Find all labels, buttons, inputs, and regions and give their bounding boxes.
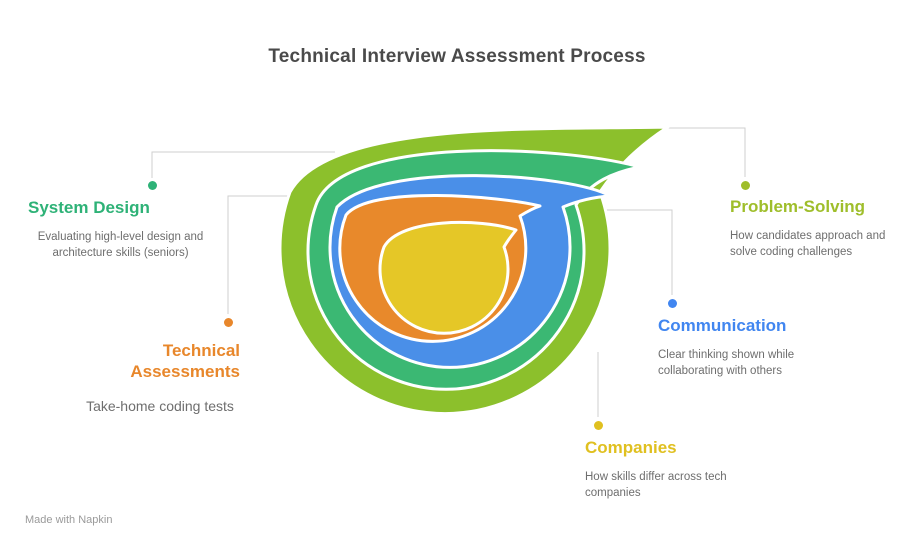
category-block-technical-assessments: Technical Assessments Take-home coding t… [85,340,240,416]
category-block-problem-solving: Problem-Solving How candidates approach … [730,196,910,260]
category-label-technical-assessments: Technical Assessments [130,341,240,382]
connector-system-design [151,151,335,178]
category-label-companies: Companies [585,438,677,457]
category-label-system-design: System Design [28,198,150,217]
category-description-system-design: Evaluating high-level design and archite… [37,231,204,260]
category-block-communication: Communication Clear thinking shown while… [658,315,823,379]
category-dot-problem-solving [741,181,750,190]
category-description-communication: Clear thinking shown while collaborating… [658,349,795,378]
connector-communication [602,209,673,295]
category-block-system-design: System Design Evaluating high-level desi… [28,197,213,261]
category-block-companies: Companies How skills differ across tech … [585,437,760,501]
category-dot-companies [594,421,603,430]
category-dot-communication [668,299,677,308]
category-dot-system-design [148,181,157,190]
category-description-technical-assessments: Take-home coding tests [86,397,234,414]
page-title: Technical Interview Assessment Process [268,46,646,67]
connector-problem-solving [666,127,746,177]
watermark-caption: Made with Napkin [25,514,113,526]
category-description-problem-solving: How candidates approach and solve coding… [730,230,886,259]
category-label-communication: Communication [658,316,787,335]
layer-companies-shape [378,220,518,335]
connector-technical-assessments [227,195,308,314]
category-dot-technical-assessments [224,318,233,327]
category-label-problem-solving: Problem-Solving [730,197,866,216]
category-description-companies: How skills differ across tech companies [585,471,727,500]
